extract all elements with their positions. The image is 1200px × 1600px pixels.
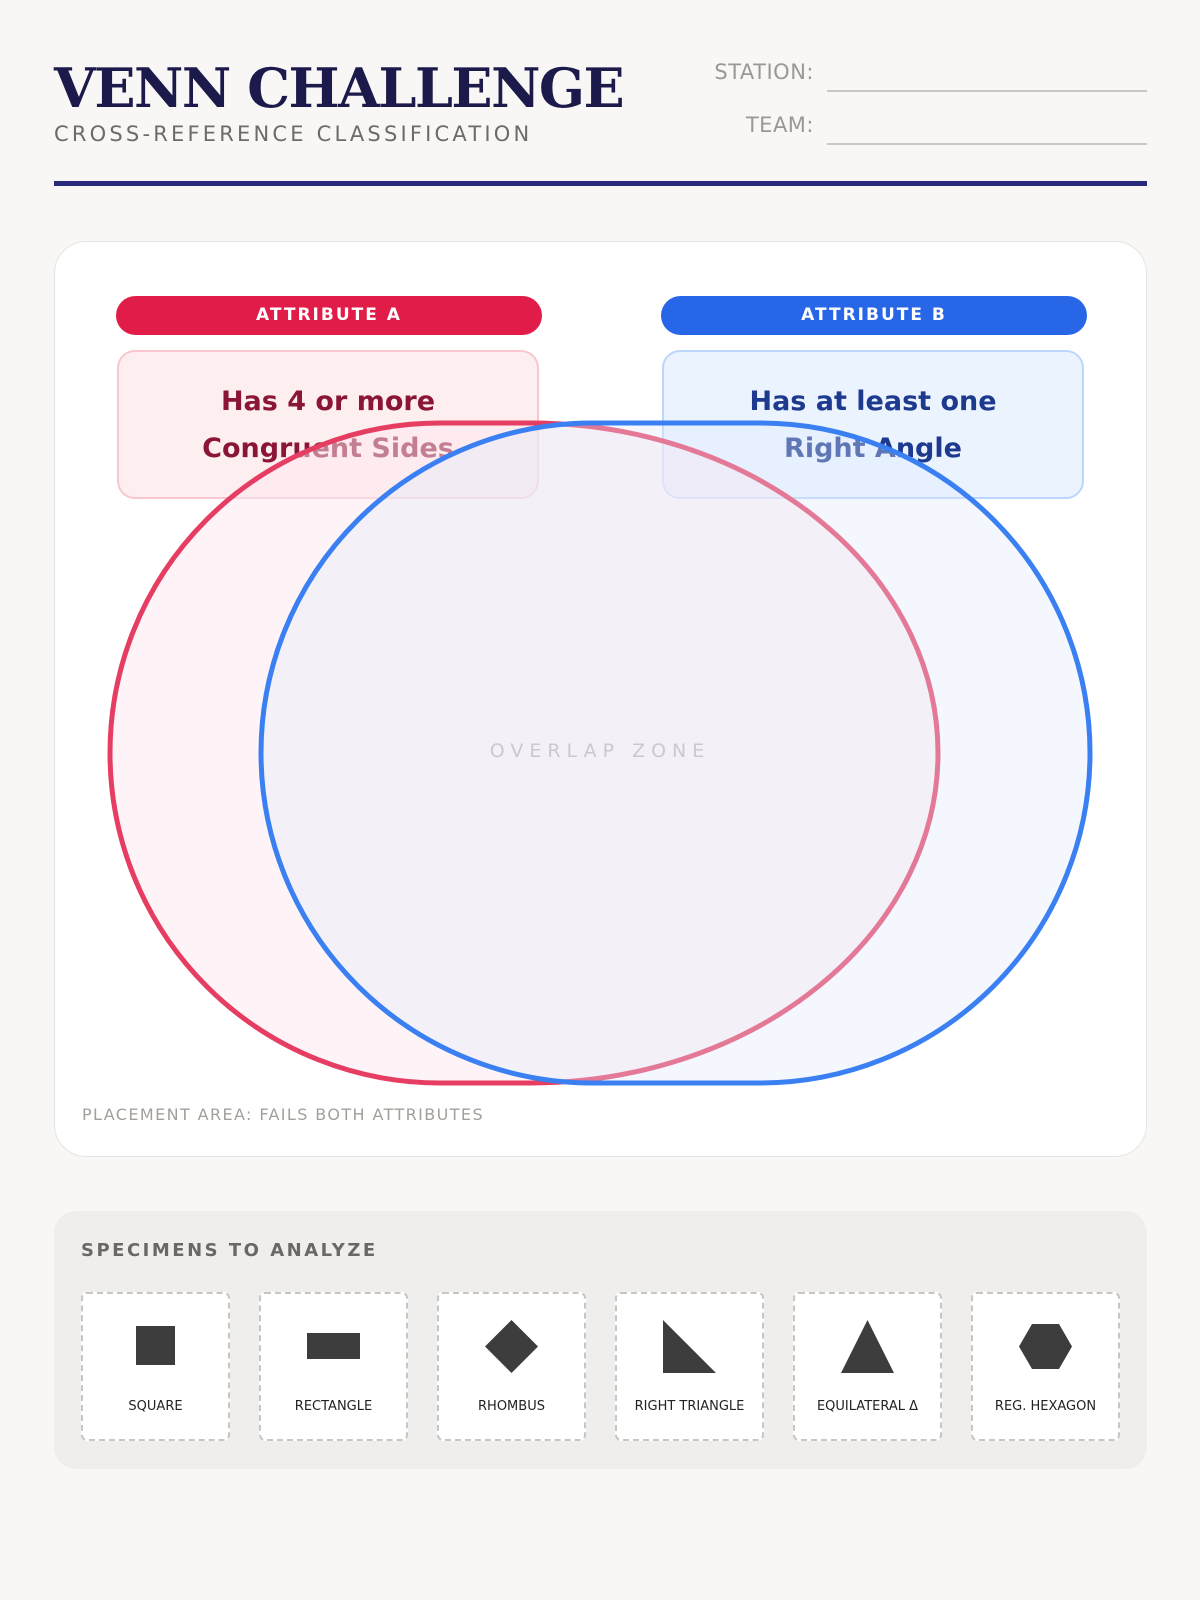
specimen-label: RHOMBUS <box>478 1399 545 1414</box>
station-label: STATION: <box>714 60 814 84</box>
specimen-right-triangle[interactable]: RIGHT TRIANGLE <box>615 1292 764 1441</box>
station-field[interactable] <box>827 90 1147 92</box>
specimens-tray <box>54 1211 1147 1469</box>
specimen-square[interactable]: SQUARE <box>81 1292 230 1441</box>
attribute-a-tag: ATTRIBUTE A <box>116 296 542 335</box>
rectangle-icon <box>307 1333 360 1359</box>
specimen-label: SQUARE <box>128 1399 183 1414</box>
team-field[interactable] <box>827 143 1147 145</box>
specimen-equilateral-triangle[interactable]: EQUILATERAL Δ <box>793 1292 942 1441</box>
specimen-rectangle[interactable]: RECTANGLE <box>259 1292 408 1441</box>
attribute-b-tag: ATTRIBUTE B <box>661 296 1087 335</box>
right-triangle-icon <box>663 1320 716 1373</box>
team-label: TEAM: <box>745 113 814 137</box>
specimen-label: RIGHT TRIANGLE <box>634 1399 745 1414</box>
page-subtitle: CROSS-REFERENCE CLASSIFICATION <box>54 122 533 146</box>
overlap-zone-label: OVERLAP ZONE <box>489 740 711 762</box>
attribute-b-line-1: Has at least one <box>749 385 997 417</box>
attribute-b-line-2: Right Angle <box>749 425 996 472</box>
specimens-title: SPECIMENS TO ANALYZE <box>81 1240 378 1261</box>
venn-diagram <box>107 420 1093 1086</box>
page-title: VENN CHALLENGE <box>54 56 625 120</box>
specimen-label: EQUILATERAL Δ <box>816 1399 919 1414</box>
specimen-label: RECTANGLE <box>294 1399 373 1414</box>
specimen-hexagon[interactable]: REG. HEXAGON <box>971 1292 1120 1441</box>
equilateral-triangle-icon <box>841 1320 894 1373</box>
rhombus-icon <box>485 1320 538 1373</box>
attribute-a-line-1: Has 4 or more <box>220 385 436 417</box>
square-icon <box>136 1326 175 1365</box>
specimen-label: REG. HEXAGON <box>994 1399 1097 1414</box>
specimen-rhombus[interactable]: RHOMBUS <box>437 1292 586 1441</box>
header-divider <box>54 181 1147 186</box>
circle-b-region[interactable] <box>258 420 1093 1086</box>
outside-placement-label: PLACEMENT AREA: FAILS BOTH ATTRIBUTES <box>82 1105 484 1124</box>
hexagon-icon <box>1019 1324 1072 1369</box>
